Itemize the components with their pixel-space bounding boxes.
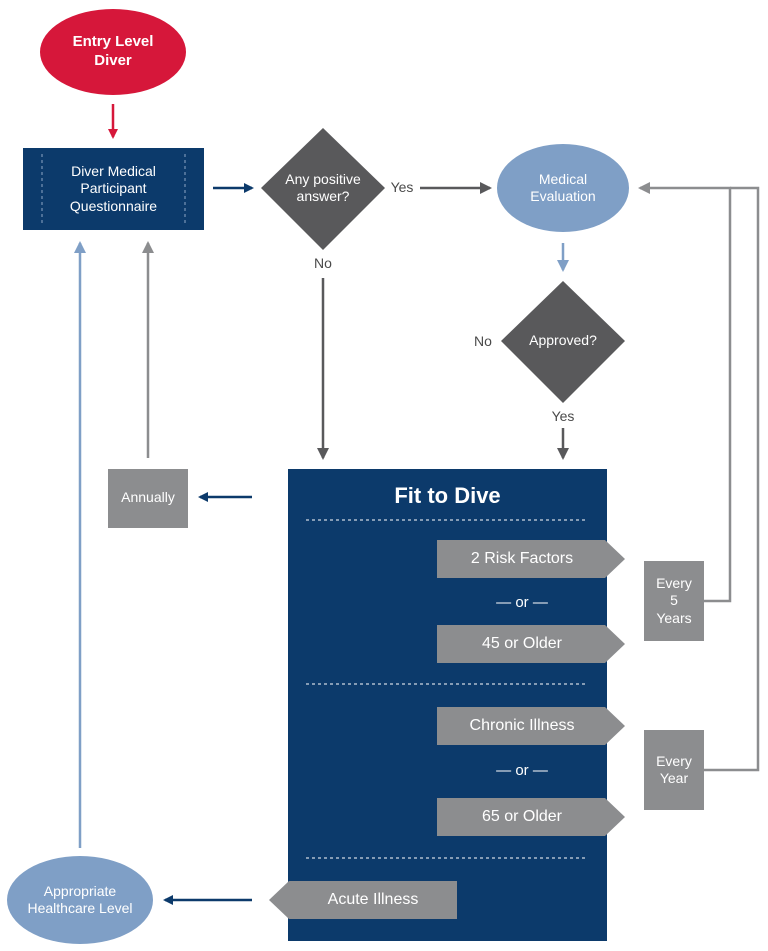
every-year-box	[644, 730, 704, 810]
or-separator-2: — or —	[496, 761, 548, 779]
fit-to-dive-panel	[288, 469, 607, 941]
two-risk-factors-tag	[437, 540, 625, 578]
entry-level-diver-node	[40, 9, 186, 95]
acute-illness-tag	[269, 881, 457, 919]
approved-label: Approved?	[529, 332, 597, 349]
entry-level-diver-label: Entry Level Diver	[72, 33, 154, 69]
chronic-illness-label: Chronic Illness	[469, 717, 575, 734]
appropriate-healthcare-level-label: Appropriate Healthcare Level	[27, 882, 133, 917]
connector-every-5-years-loop	[638, 182, 732, 603]
approved-decision	[501, 281, 625, 403]
two-risk-factors-label: 2 Risk Factors	[470, 550, 574, 567]
or-separator-1: — or —	[496, 593, 548, 611]
forty-five-or-older-label: 45 or Older	[481, 635, 563, 652]
no-approved-label: No	[474, 333, 492, 350]
medical-evaluation-node	[497, 144, 629, 232]
sixty-five-or-older-label: 65 or Older	[481, 808, 563, 825]
no-positive-label: No	[314, 255, 332, 272]
chronic-illness-tag	[437, 707, 625, 745]
forty-five-or-older-tag	[437, 625, 625, 663]
questionnaire-node	[23, 148, 204, 230]
appropriate-healthcare-level-node	[7, 856, 153, 944]
yes-approved-label: Yes	[551, 408, 575, 425]
questionnaire-label: Diver Medical Participant Questionnaire	[69, 162, 158, 214]
annually-label: Annually	[121, 489, 175, 506]
every-year-label: Every Year	[656, 752, 692, 787]
any-positive-answer-label: Any positive answer?	[285, 170, 361, 205]
any-positive-answer-decision	[261, 128, 385, 250]
acute-illness-label: Acute Illness	[327, 891, 419, 908]
annually-box	[108, 469, 188, 528]
yes-positive-label: Yes	[390, 179, 414, 196]
every-5-years-box	[644, 561, 704, 641]
fit-to-dive-title: Fit to Dive	[394, 483, 501, 509]
medical-evaluation-label: Medical Evaluation	[530, 170, 596, 205]
every-5-years-label: Every 5 Years	[656, 574, 692, 626]
sixty-five-or-older-tag	[437, 798, 625, 836]
connector-every-year-loop	[704, 186, 760, 772]
